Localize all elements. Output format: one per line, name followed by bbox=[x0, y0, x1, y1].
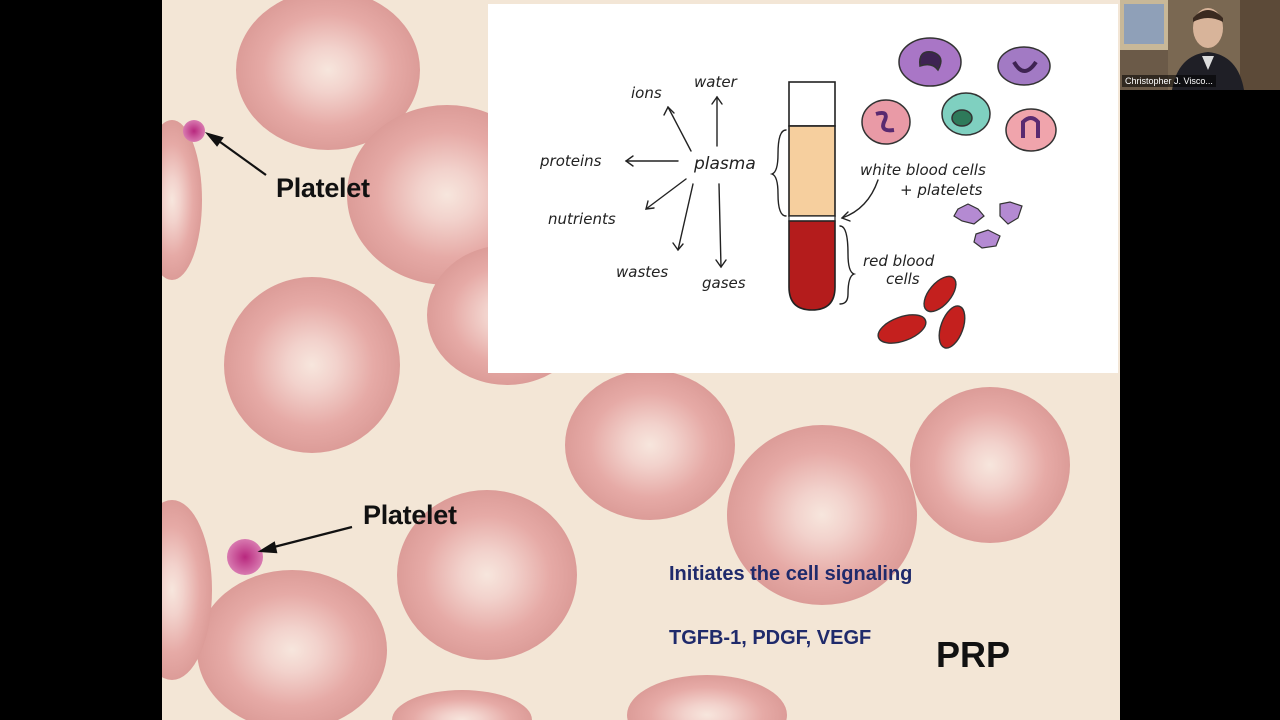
water-label: water bbox=[694, 73, 738, 91]
presentation-slide: Platelet Platelet bbox=[162, 0, 1120, 720]
white-blood-cells bbox=[861, 37, 1057, 152]
test-tube bbox=[788, 81, 836, 311]
participant-name: Christopher J. Visco... bbox=[1122, 75, 1216, 87]
platelet-label-bottom: Platelet bbox=[363, 500, 457, 530]
bullet-growth-factors: TGFB-1, PDGF, VEGF bbox=[669, 627, 872, 649]
wastes-label: wastes bbox=[616, 263, 668, 281]
platelets bbox=[183, 120, 263, 575]
ions-label: ions bbox=[631, 84, 662, 102]
gases-label: gases bbox=[702, 274, 746, 292]
diagram-platelets bbox=[953, 201, 1023, 249]
plasma-label: plasma bbox=[693, 154, 756, 174]
participant-video-tile[interactable]: Christopher J. Visco... bbox=[1120, 0, 1280, 90]
wbc-label-line-2: + platelets bbox=[900, 181, 983, 199]
proteins-label: proteins bbox=[539, 152, 602, 170]
bullet-cell-signaling: Initiates the cell signaling bbox=[669, 563, 913, 585]
prp-title: PRP bbox=[936, 634, 1011, 675]
platelet-arrows bbox=[204, 131, 353, 554]
rbc-label-line-2: cells bbox=[886, 270, 920, 288]
nutrients-label: nutrients bbox=[548, 210, 616, 228]
red-blood-cells bbox=[162, 0, 1070, 720]
blood-components-diagram: plasma ions water proteins nutrients was… bbox=[488, 4, 1118, 373]
rbc-label-line-1: red blood bbox=[863, 252, 935, 270]
diagram-red-cells bbox=[877, 275, 966, 349]
platelet-label-top: Platelet bbox=[276, 173, 370, 203]
wbc-label-line-1: white blood cells bbox=[860, 161, 986, 179]
diagram-drawing: plasma ions water proteins nutrients was… bbox=[539, 37, 1057, 349]
